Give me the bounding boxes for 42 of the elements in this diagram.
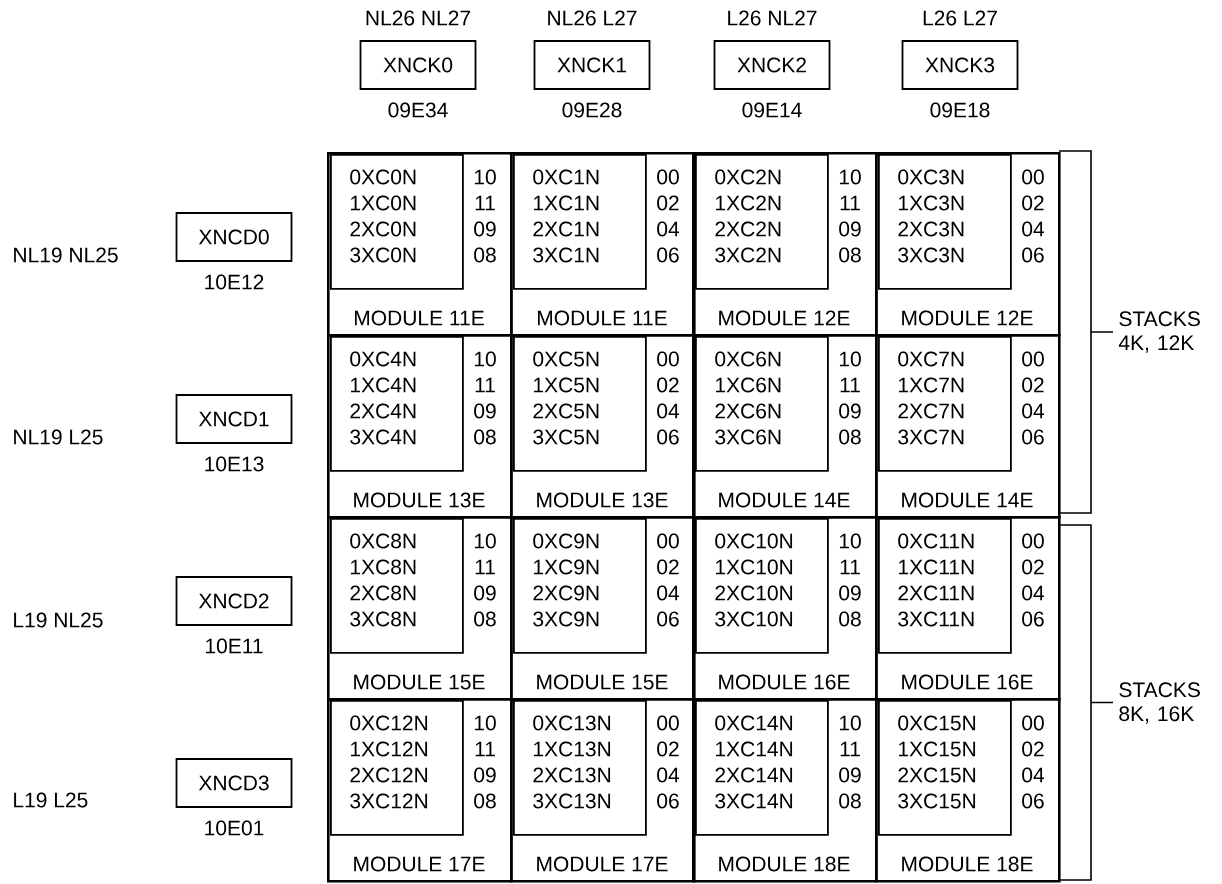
- signal-label: L19 L25: [14, 792, 88, 808]
- chip-label: NL26 L27: [548, 10, 637, 26]
- chip-box: XNCK2: [713, 40, 831, 90]
- chip-label: 10E12: [205, 274, 264, 290]
- signal-label: NL19 L25: [14, 429, 103, 445]
- chip-label: 10E11: [206, 638, 263, 654]
- chip-box: XNCK1: [533, 40, 651, 90]
- signal-box: 0XC10N 1XC10N 2XC10N 3XC10N: [695, 518, 829, 654]
- signal-box: 0XC11N 1XC11N 2XC11N 3XC11N: [878, 518, 1012, 654]
- stack-label: STACKS 4K, 12K: [1118, 311, 1200, 353]
- signal-box: 0XC14N 1XC14N 2XC14N 3XC14N: [695, 700, 829, 836]
- signal-box: 0XC15N 1XC15N 2XC15N 3XC15N: [878, 700, 1012, 836]
- signal-box: 0XC1N 1XC1N 2XC1N 3XC1N: [513, 154, 647, 290]
- chip-box: XNCK3: [901, 40, 1019, 90]
- chip-label: 10E01: [205, 820, 264, 836]
- chip-box: XNCD2: [175, 576, 293, 626]
- chip-label: L26 NL27: [728, 10, 817, 26]
- signal-box: 0XC4N 1XC4N 2XC4N 3XC4N: [330, 336, 464, 472]
- signal-box: 0XC7N 1XC7N 2XC7N 3XC7N: [878, 336, 1012, 472]
- chip-box: XNCD3: [175, 758, 293, 808]
- signal-box: 0XC8N 1XC8N 2XC8N 3XC8N: [330, 518, 464, 654]
- signal-box: 0XC3N 1XC3N 2XC3N 3XC3N: [878, 154, 1012, 290]
- chip-box: XNCD0: [175, 212, 293, 262]
- signal-box: 0XC6N 1XC6N 2XC6N 3XC6N: [695, 336, 829, 472]
- signal-box: 0XC12N 1XC12N 2XC12N 3XC12N: [330, 700, 464, 836]
- signal-box: 0XC5N 1XC5N 2XC5N 3XC5N: [513, 336, 647, 472]
- signal-box: 0XC0N 1XC0N 2XC0N 3XC0N: [330, 154, 464, 290]
- chip-label: NL26 NL27: [366, 10, 470, 26]
- signal-label: L19 NL25: [14, 612, 103, 628]
- chip-label: 09E34: [388, 102, 448, 118]
- signal-box: 0XC2N 1XC2N 2XC2N 3XC2N: [695, 154, 829, 290]
- chip-label: 09E14: [742, 102, 802, 118]
- chip-box: XNCD1: [175, 394, 293, 444]
- chip-label: 09E18: [930, 102, 990, 118]
- signal-box: 0XC9N 1XC9N 2XC9N 3XC9N: [513, 518, 647, 654]
- signal-label: NL19 NL25: [14, 247, 118, 263]
- stack-label: STACKS 8K, 16K: [1119, 682, 1200, 724]
- signal-box: 0XC13N 1XC13N 2XC13N 3XC13N: [513, 700, 647, 836]
- chip-label: L26 L27: [923, 10, 997, 26]
- chip-label: 09E28: [562, 102, 622, 118]
- chip-box: XNCK0: [359, 40, 477, 90]
- chip-label: 10E13: [205, 456, 264, 472]
